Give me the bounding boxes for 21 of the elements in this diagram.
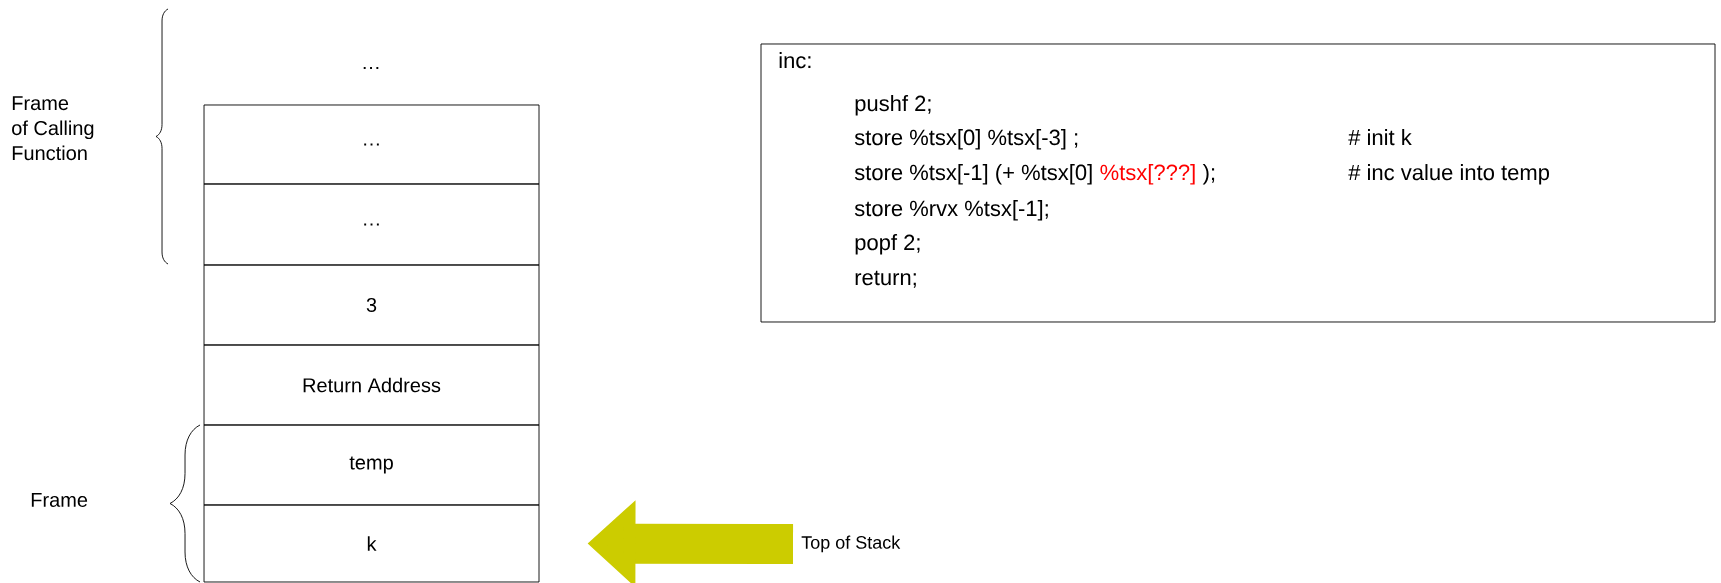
code-line: store %tsx[-1] (+ %tsx[0] (854, 164, 1092, 185)
stack-cell: … (203, 104, 540, 185)
code-line: store %tsx[0] %tsx[-3] ; (854, 129, 1078, 150)
code-line: return; (855, 270, 916, 288)
code-line: pushf 2; (855, 95, 931, 116)
code-comment: # init k (1348, 129, 1412, 146)
brace-label: Frame (31, 493, 88, 507)
code-comment: # inc value into temp (1348, 164, 1549, 185)
brace-label: Frame of Calling Function (12, 96, 94, 161)
ellipsis-label: … (363, 66, 379, 70)
pointer-label: Top of Stack (801, 535, 901, 553)
stack-cell: Return Address (203, 344, 540, 426)
stack-cell: … (203, 183, 540, 266)
highlighted-operand: %tsx[???] (1100, 164, 1195, 185)
code-line: popf 2; (855, 234, 920, 255)
stack-cell: 3 (203, 264, 540, 346)
code-line: store %rvx %tsx[-1]; (854, 200, 1048, 221)
code-line: inc: (779, 52, 811, 69)
code-line: ); (1202, 164, 1215, 185)
stack-cell: temp (203, 424, 540, 506)
stack-cell: k (203, 504, 540, 583)
